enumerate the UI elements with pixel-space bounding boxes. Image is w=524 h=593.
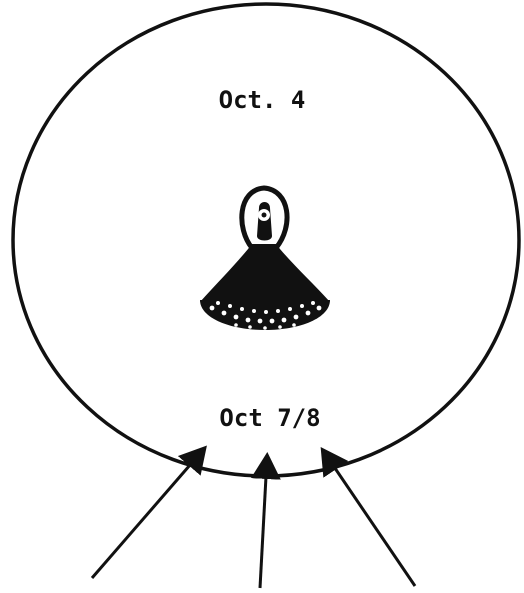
top-date-label: Oct. 4 (219, 86, 306, 114)
bottom-date-label: Oct 7/8 (219, 404, 320, 432)
right-arrow (324, 452, 415, 586)
bell-shaped-capsule-icon (200, 188, 330, 330)
left-arrow (92, 450, 203, 578)
